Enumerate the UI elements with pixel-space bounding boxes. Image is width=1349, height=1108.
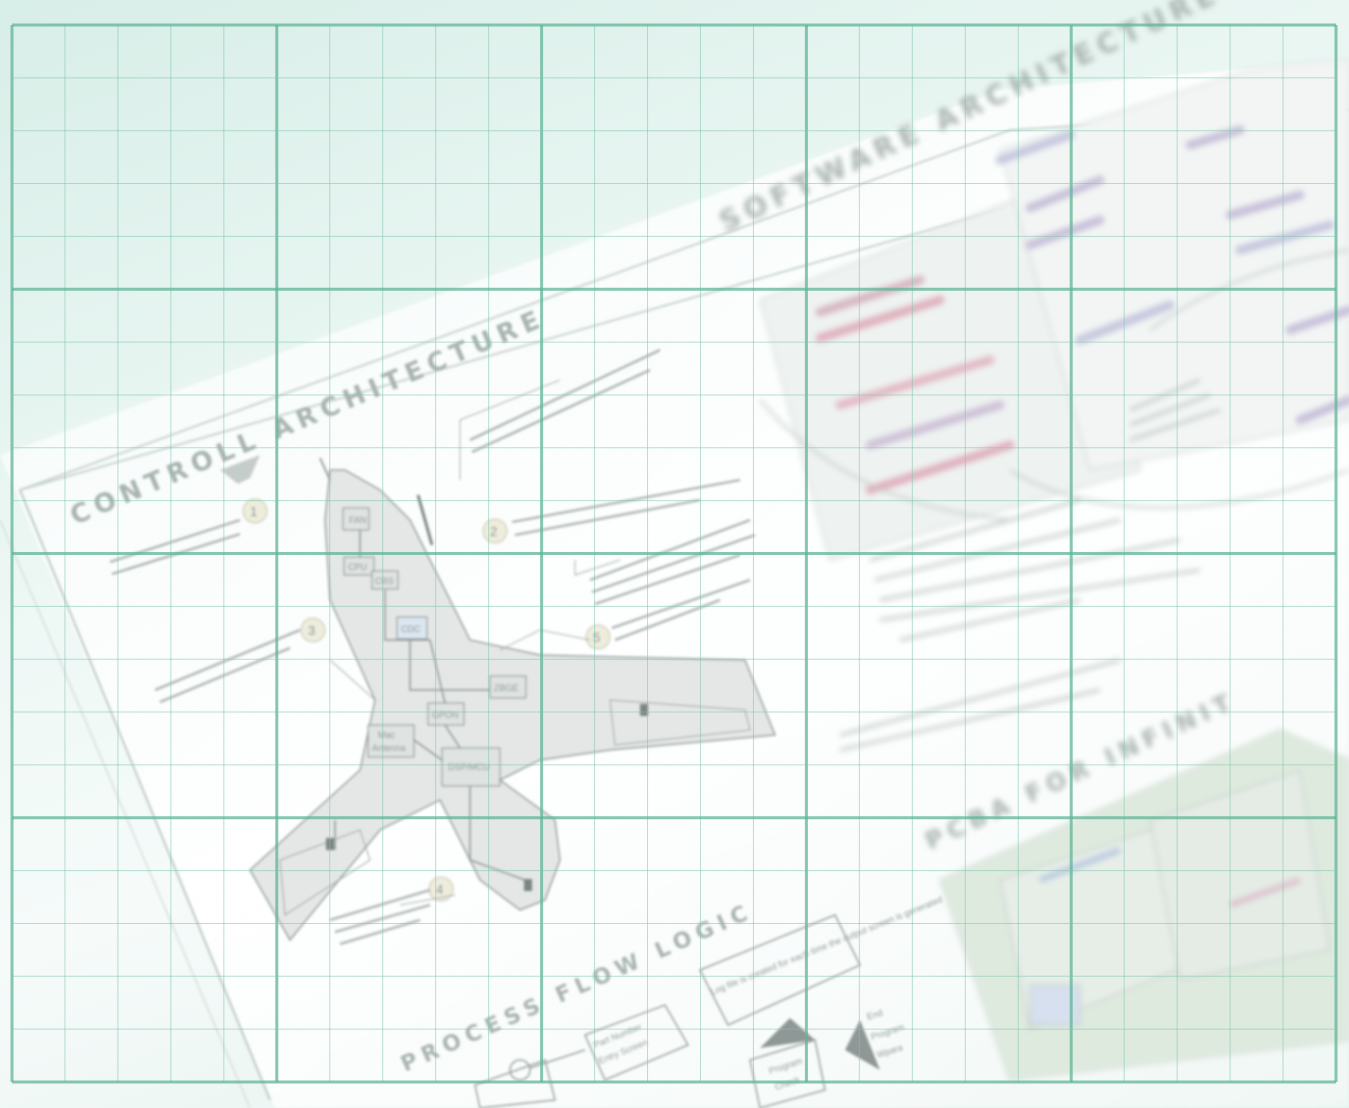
svg-text:4: 4 (436, 882, 443, 897)
svg-text:2: 2 (490, 524, 497, 539)
fan-box: FAN (342, 507, 370, 531)
svg-text:3: 3 (308, 623, 315, 638)
marker-3: 3 (300, 617, 326, 643)
triangle-left-icon (845, 1020, 880, 1070)
svg-text:End: End (866, 1007, 884, 1021)
cdc-box: CDC (396, 616, 428, 640)
marker-4: 4 (428, 876, 454, 902)
diamond-icon (220, 455, 260, 484)
svg-text:FAN: FAN (349, 515, 367, 525)
svg-text:Antenna: Antenna (372, 743, 406, 753)
dsp-box: DSP/MCU (441, 747, 501, 787)
zigbee-box: ZBGE (489, 675, 527, 699)
svg-text:1: 1 (250, 504, 257, 519)
svg-text:Mac: Mac (378, 730, 396, 740)
svg-text:ZBGE: ZBGE (494, 683, 519, 693)
svg-text:DSP/MCU: DSP/MCU (448, 762, 490, 772)
triangle-up-icon (760, 1018, 815, 1048)
cbs-box: CBS (371, 570, 399, 590)
grid-overlay (10, 23, 1338, 1084)
svg-text:CPU: CPU (348, 562, 367, 572)
svg-text:5: 5 (593, 630, 600, 645)
svg-text:CDC: CDC (401, 624, 421, 634)
svg-text:GPON: GPON (432, 710, 459, 720)
gpon-box: GPON (427, 702, 465, 726)
svg-text:CBS: CBS (375, 576, 394, 586)
cpu-box: CPU (343, 556, 375, 576)
aircraft-diagram: FAN CPU CBS CDC GPON ZBGE (249, 457, 777, 942)
marker-2: 2 (482, 518, 508, 544)
far-sheet-content: SOFTWARE ARCHITECTURE (714, 0, 1349, 1081)
marker-5: 5 (585, 624, 611, 650)
process-flow (474, 914, 862, 1108)
mac-antenna-box: Mac Antenna (367, 724, 415, 758)
marker-1: 1 (242, 498, 268, 524)
